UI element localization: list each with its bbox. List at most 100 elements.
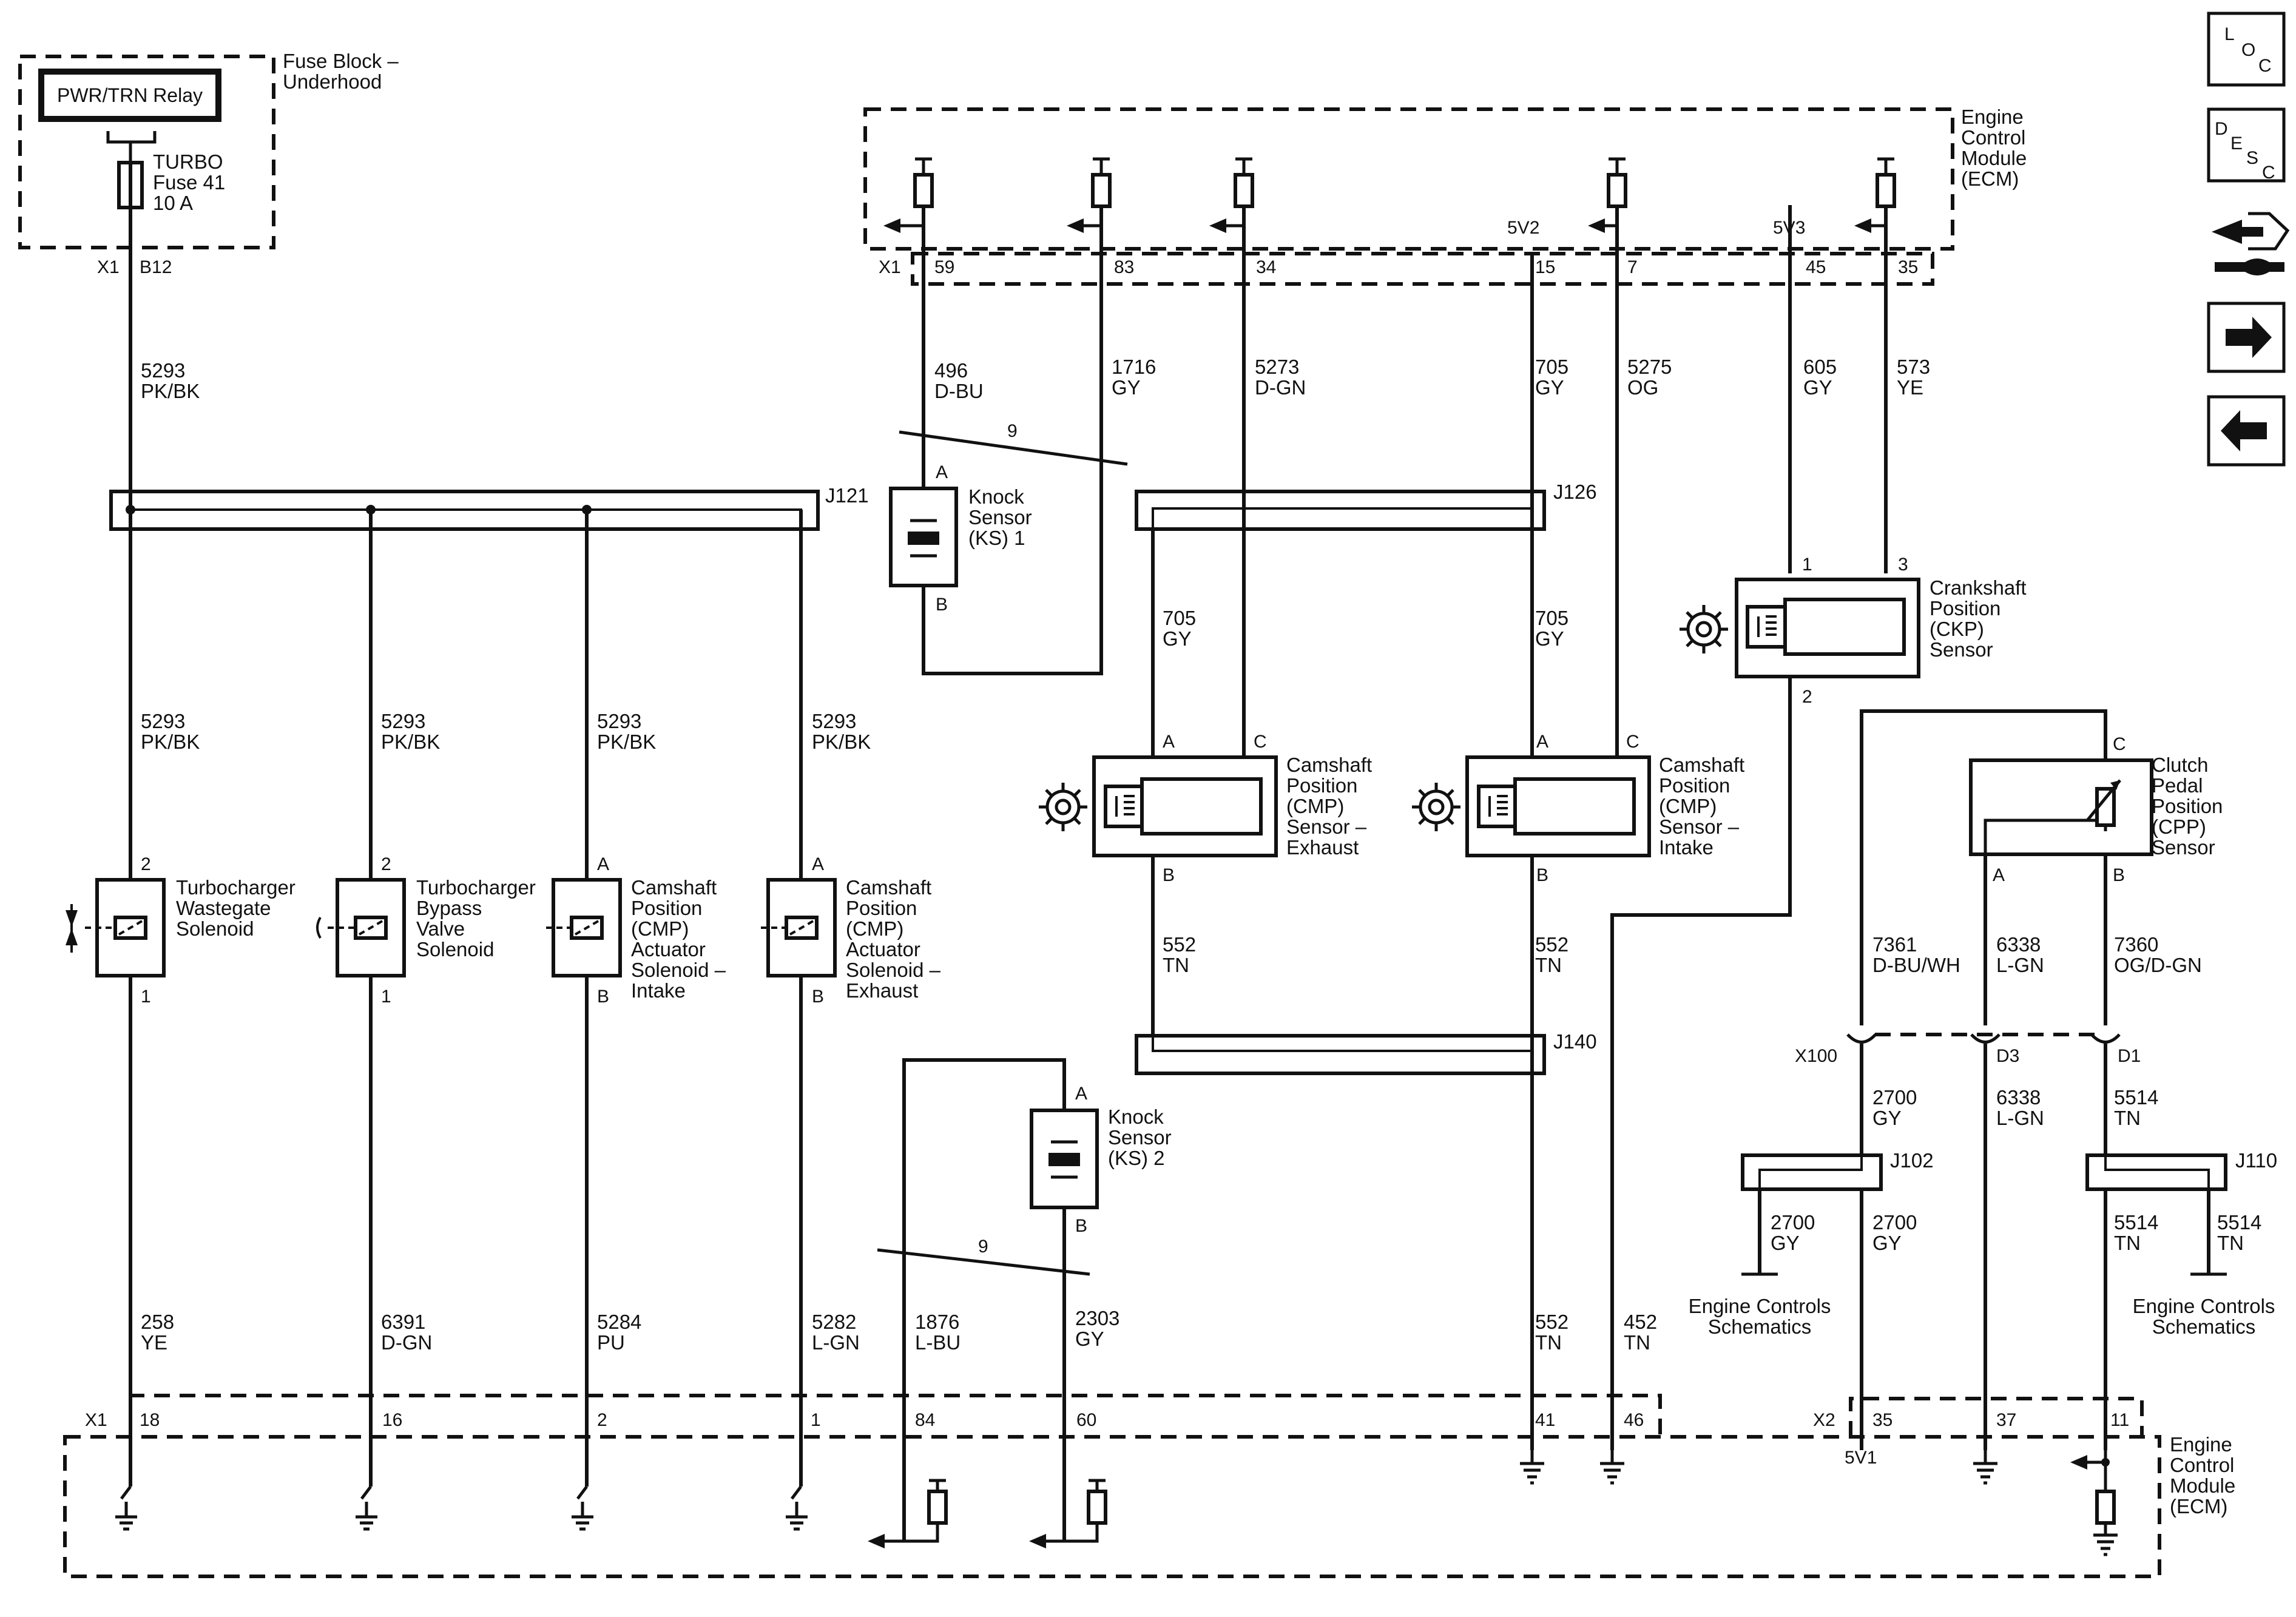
svg-text:1716: 1716: [1112, 356, 1156, 378]
ecm-circuit-7: [1588, 157, 1627, 233]
ecm-bottom-label-3: Module: [2170, 1474, 2235, 1497]
svg-text:452: 452: [1624, 1311, 1657, 1333]
ecm-top-connector-x1: X1: [879, 257, 901, 277]
svg-text:L-GN: L-GN: [812, 1331, 860, 1354]
svg-text:TN: TN: [1535, 954, 1562, 976]
svg-text:D-BU/WH: D-BU/WH: [1872, 954, 1960, 976]
splice-j110: [2085, 1153, 2227, 1191]
svg-text:Sensor –: Sensor –: [1286, 815, 1367, 838]
svg-text:Camshaft: Camshaft: [1659, 754, 1744, 776]
cmp-sensor-intake: A C B Camshaft Position (CMP) Sensor – I…: [1412, 732, 1744, 885]
svg-text:7361: 7361: [1872, 933, 1917, 956]
gear-icon: [1039, 783, 1087, 831]
svg-text:2700: 2700: [1872, 1211, 1917, 1234]
ecm-bottom-label-2: Control: [2170, 1454, 2234, 1476]
svg-text:1: 1: [141, 987, 151, 1007]
svg-text:Knock: Knock: [968, 485, 1024, 508]
svg-text:2: 2: [1802, 687, 1812, 707]
svg-text:GY: GY: [1075, 1328, 1104, 1350]
svg-text:Actuator: Actuator: [846, 938, 920, 960]
svg-text:6338: 6338: [1996, 1086, 2041, 1109]
splice-j140: [1135, 1034, 1546, 1075]
ecm-top-circuits: [883, 157, 1896, 233]
svg-text:496: 496: [934, 359, 968, 382]
svg-text:A: A: [1993, 865, 2005, 885]
cmp-actuator-solenoid-intake: A B Camshaft Position (CMP) Actuator Sol…: [546, 854, 726, 1007]
svg-text:B: B: [1536, 865, 1548, 885]
svg-text:(CMP): (CMP): [1659, 795, 1717, 817]
ecm-circuit-x2-11: [2070, 1450, 2118, 1556]
fuse-label-1: TURBO: [153, 150, 223, 173]
svg-text:L-GN: L-GN: [1996, 1107, 2044, 1129]
ecm-bottom-pin-x2-37: 37: [1996, 1410, 2016, 1430]
svg-text:3: 3: [1898, 555, 1908, 575]
svg-text:Intake: Intake: [631, 979, 686, 1002]
ground-46: [1600, 1450, 1624, 1485]
svg-text:B: B: [597, 987, 609, 1007]
knock-sensor-2: A B Knock Sensor (KS) 2: [1030, 1084, 1172, 1236]
inline-connectors: X100 D3 D1: [1795, 1033, 2141, 1066]
svg-text:Position: Position: [1659, 774, 1730, 797]
svg-text:Position: Position: [1286, 774, 1357, 797]
svg-text:1: 1: [1802, 555, 1812, 575]
svg-text:D: D: [2215, 119, 2228, 139]
cmp-actuator-solenoid-exhaust: A B Camshaft Position (CMP) Actuator Sol…: [761, 854, 941, 1007]
svg-text:D-GN: D-GN: [1255, 376, 1306, 399]
svg-text:5293: 5293: [381, 710, 425, 732]
svg-text:Camshaft: Camshaft: [1286, 754, 1372, 776]
svg-text:A: A: [1075, 1084, 1087, 1104]
svg-text:Actuator: Actuator: [631, 938, 706, 960]
svg-text:J102: J102: [1890, 1149, 1934, 1172]
ecm-bottom-pin-x2-35: 35: [1872, 1410, 1893, 1430]
svg-text:705: 705: [1163, 607, 1196, 629]
ckp-sensor: 1 3 2 Crankshaft Position (CKP) Sensor: [1680, 555, 2027, 707]
inline-d1: D1: [2118, 1046, 2141, 1066]
svg-text:PK/BK: PK/BK: [381, 731, 440, 753]
svg-text:D-BU: D-BU: [934, 380, 984, 402]
svg-text:J126: J126: [1553, 481, 1597, 503]
svg-text:J121: J121: [825, 484, 869, 507]
svg-text:GY: GY: [1872, 1107, 1902, 1129]
svg-text:2: 2: [381, 854, 391, 874]
svg-text:D-GN: D-GN: [381, 1331, 432, 1354]
svg-text:Solenoid: Solenoid: [176, 917, 254, 940]
ecm-bottom-label-1: Engine: [2170, 1433, 2232, 1456]
svg-text:(CPP): (CPP): [2152, 815, 2206, 838]
ground-41: [1520, 1450, 1544, 1485]
arrow-right-icon: [2226, 317, 2272, 358]
arrow-left-button[interactable]: [2207, 395, 2286, 467]
loc-button[interactable]: L O C: [2207, 12, 2286, 87]
svg-text:5282: 5282: [812, 1311, 856, 1333]
ecm-top-pin-59: 59: [934, 257, 954, 277]
ecm-bottom: Engine Control Module (ECM) X1 18 16 2 1…: [63, 1394, 2235, 1578]
desc-button[interactable]: D E S C: [2207, 107, 2286, 183]
svg-text:PK/BK: PK/BK: [141, 380, 200, 402]
svg-text:TN: TN: [2217, 1232, 2244, 1254]
svg-text:YE: YE: [141, 1331, 167, 1354]
svg-text:552: 552: [1535, 1311, 1568, 1333]
low-side-driver-18: [115, 1485, 137, 1531]
svg-text:A: A: [936, 462, 948, 482]
arrow-right-button[interactable]: [2207, 302, 2286, 373]
svg-text:OG/D-GN: OG/D-GN: [2114, 954, 2202, 976]
svg-text:1876: 1876: [915, 1311, 959, 1333]
svg-text:Sensor: Sensor: [2152, 836, 2215, 859]
svg-text:A: A: [1536, 732, 1548, 752]
svg-text:B: B: [1163, 865, 1175, 885]
turbocharger-wastegate-solenoid: 2 1 Turbocharger Wastegate Solenoid: [66, 854, 295, 1007]
svg-text:TN: TN: [2114, 1232, 2141, 1254]
ecm-top-pin-45: 45: [1806, 257, 1826, 277]
svg-text:5275: 5275: [1627, 356, 1672, 378]
cpp-sensor: C A B Clutch Pedal Position (CPP) Sensor: [1969, 734, 2223, 885]
connector-wrench-icon[interactable]: [2212, 212, 2290, 275]
wires: [126, 163, 2210, 1541]
splice-packs: J121 J126 J140 J102 J110: [109, 481, 2277, 1191]
gear-icon: [1680, 605, 1728, 653]
svg-text:O: O: [2241, 40, 2255, 60]
svg-text:5514: 5514: [2114, 1086, 2158, 1109]
ref-5v1: 5V1: [1845, 1448, 1877, 1468]
svg-text:2: 2: [141, 854, 151, 874]
ecm-top-pin-7: 7: [1627, 257, 1638, 277]
ecm-top-pin-34: 34: [1256, 257, 1276, 277]
ecm-bottom-pin-16: 16: [382, 1410, 402, 1430]
